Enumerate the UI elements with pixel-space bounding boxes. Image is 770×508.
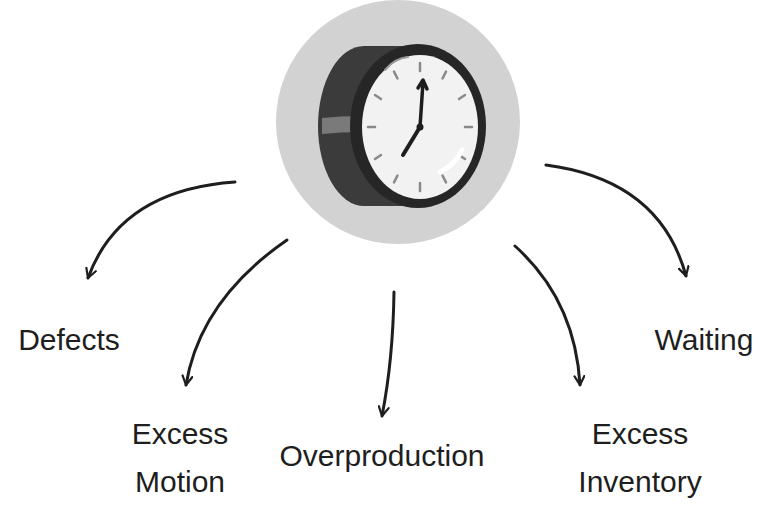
waste-label: Defects	[4, 316, 134, 364]
waste-label: Overproduction	[252, 432, 512, 480]
clock-sketch-stroke	[385, 57, 408, 70]
arrow-line	[515, 246, 580, 385]
clock-rim	[350, 44, 486, 208]
backdrop-circle	[276, 0, 520, 244]
clock-ticks	[368, 63, 472, 191]
minute-hand	[418, 80, 427, 127]
clock-pivot	[417, 124, 424, 131]
arrow-line	[382, 292, 394, 416]
arrow-line	[186, 240, 287, 385]
clock	[318, 44, 486, 208]
hour-hand	[403, 127, 420, 155]
arrows	[88, 165, 686, 416]
clock-face	[362, 55, 478, 199]
waste-label: Excess Motion	[115, 410, 245, 506]
waste-label: Waiting	[642, 316, 766, 364]
waste-label: Excess Inventory	[555, 410, 725, 506]
arrow-line	[546, 165, 686, 276]
clock-shine	[440, 150, 462, 172]
arrow-line	[88, 182, 235, 278]
